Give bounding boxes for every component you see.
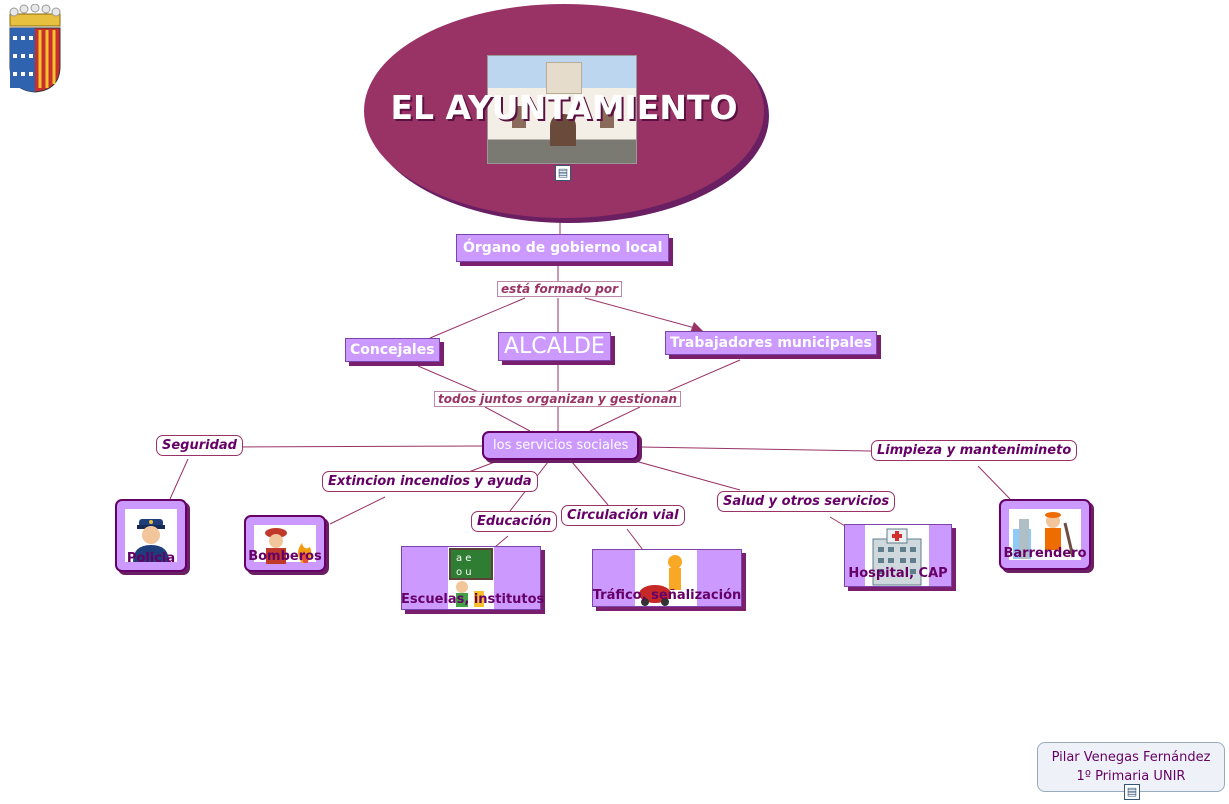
connector (233, 445, 483, 448)
card-label-bomberos: Bomberos (248, 549, 322, 564)
firefighter-icon (265, 528, 312, 564)
node-alcalde: ALCALDE (498, 332, 611, 361)
connector (829, 516, 846, 527)
author-course: 1º Primaria UNIR (1076, 769, 1186, 784)
coat-of-arms-icon (2, 3, 68, 94)
node-trabajadores: Trabajadores municipales (665, 331, 877, 355)
connector (584, 297, 696, 329)
card-bomberos (244, 515, 326, 572)
card-policia (115, 499, 187, 572)
category-limpieza: Limpieza y mantenimineto (871, 440, 1078, 461)
school-icon: a e o u (449, 548, 493, 607)
connector (329, 496, 386, 525)
link-esta-formado-por: está formado por (497, 281, 623, 297)
card-label-barrendero: Barrendero (1003, 546, 1087, 561)
note-icon[interactable]: ▤ (555, 165, 571, 181)
node-concejales: Concejales (345, 338, 440, 362)
category-seguridad: Seguridad (156, 435, 243, 456)
author-name: Pilar Venegas Fernández (1051, 750, 1211, 765)
connector (589, 406, 641, 432)
node-servicios-sociales: los servicios sociales (482, 431, 640, 460)
connector (169, 458, 189, 500)
card-escuelas: a e o u (401, 546, 541, 610)
page-title: EL AYUNTAMIENTO (390, 88, 738, 127)
card-label-trafico: Tráfico, señalización (592, 588, 742, 603)
connector (626, 528, 644, 551)
category-educacion: Educación (471, 511, 558, 532)
arrowhead (690, 322, 703, 333)
police-icon (133, 519, 169, 562)
card-label-hospital: Hospital, CAP (848, 566, 948, 581)
connector (627, 458, 741, 491)
connector (977, 465, 1011, 500)
town-hall-photo (487, 55, 637, 164)
note-icon[interactable]: ▤ (1124, 784, 1140, 800)
card-trafico (592, 549, 742, 607)
street-sweeper-icon (1013, 512, 1075, 559)
link-todos-juntos: todos juntos organizan y gestionan (434, 391, 682, 407)
traffic-icon (639, 555, 682, 606)
category-salud: Salud y otros servicios (717, 491, 896, 512)
hospital-icon (872, 528, 922, 586)
svg-text:o u: o u (456, 567, 472, 578)
connector (639, 446, 872, 452)
category-circulacion: Circulación vial (561, 505, 685, 526)
connector (571, 461, 609, 506)
card-barrendero (999, 499, 1091, 570)
svg-text:a e: a e (456, 553, 471, 564)
card-hospital (844, 524, 952, 587)
connector (429, 297, 526, 339)
category-extincion: Extincion incendios y ayuda (322, 471, 538, 492)
card-label-escuelas: Escuelas, institutos (401, 592, 545, 607)
node-organo: Órgano de gobierno local (456, 234, 670, 262)
card-label-policia: Policia (126, 551, 176, 566)
connector (484, 406, 531, 432)
connector (494, 535, 509, 548)
